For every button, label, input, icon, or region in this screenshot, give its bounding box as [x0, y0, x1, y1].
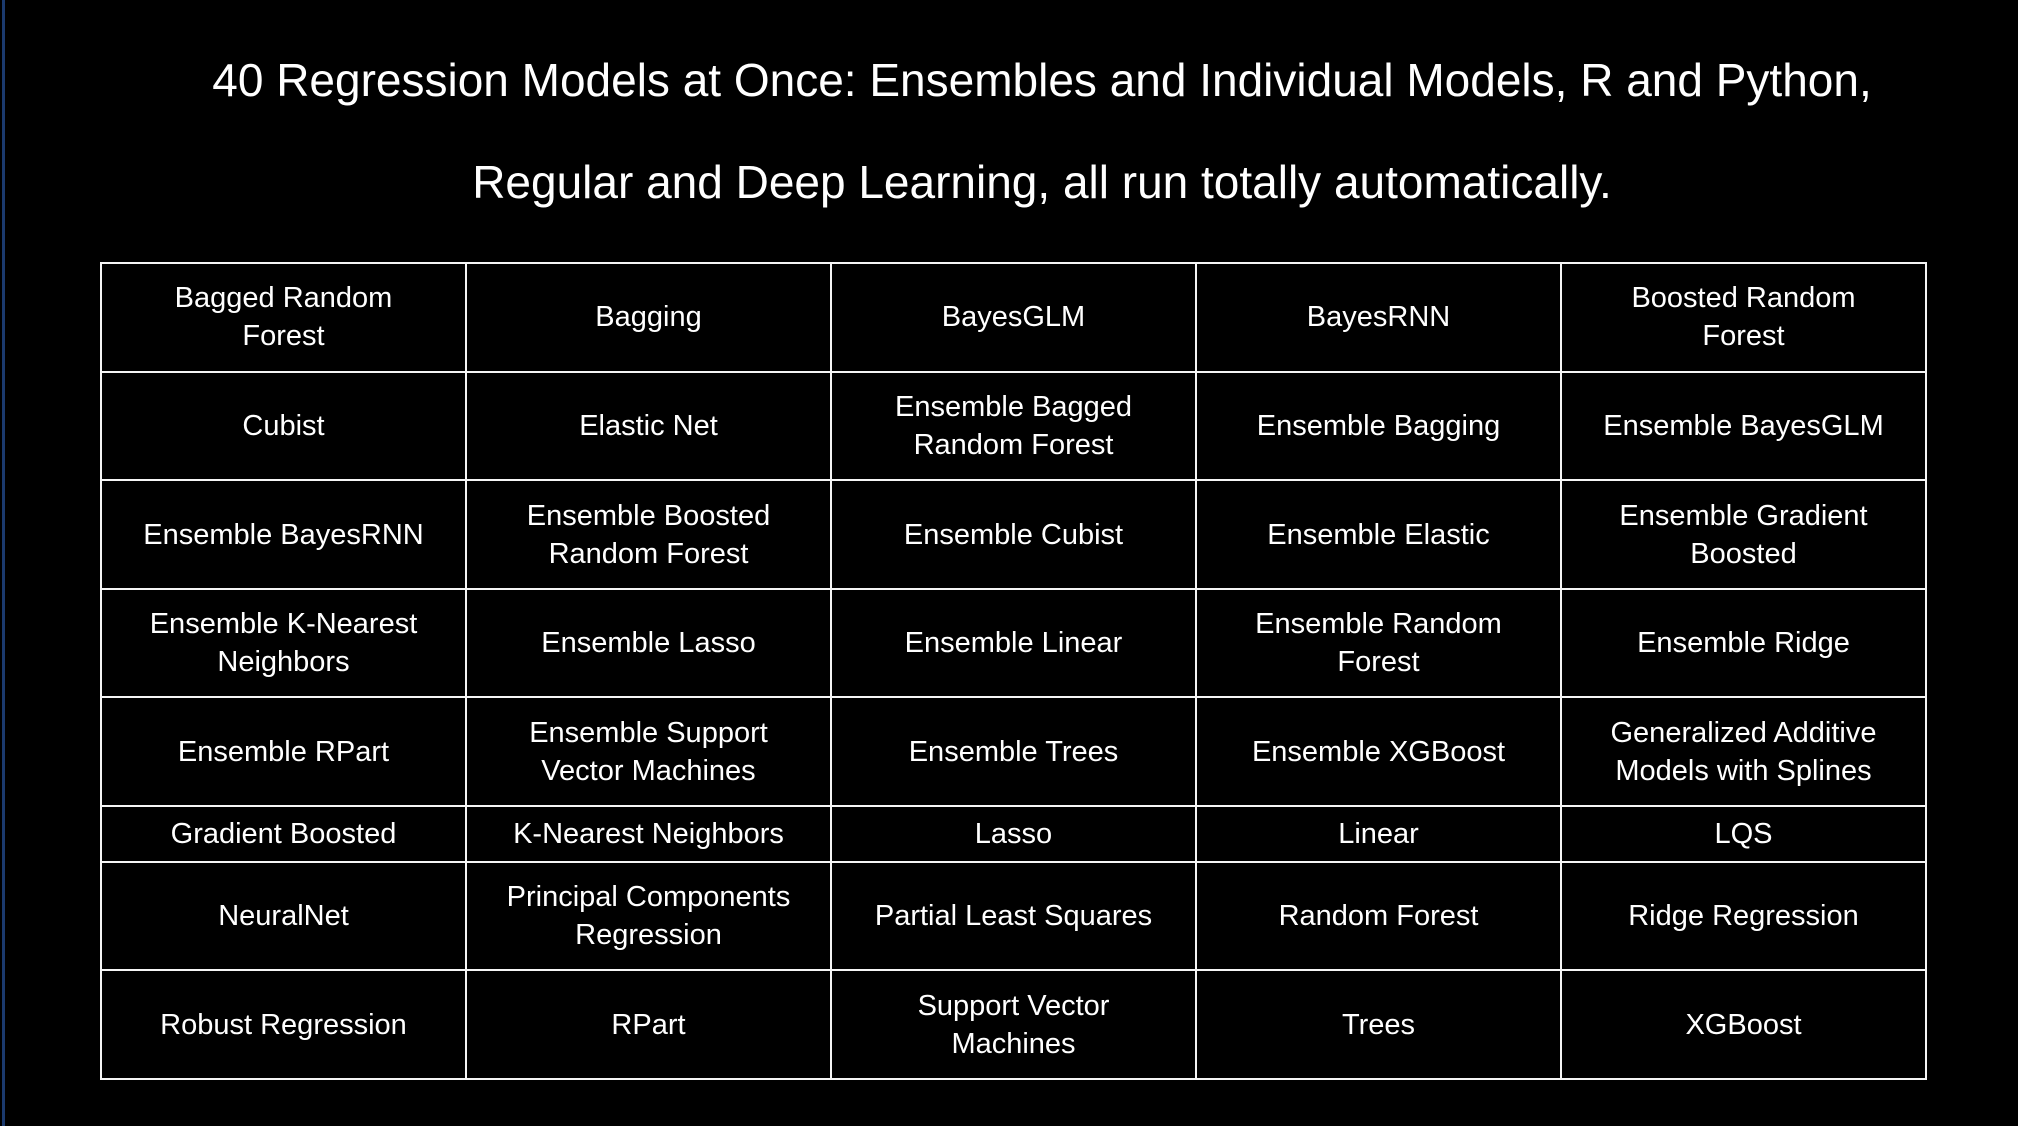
page-title-line-1: 40 Regression Models at Once: Ensembles … — [212, 54, 1872, 106]
model-cell: Ensemble RPart — [100, 696, 467, 808]
model-cell: Trees — [1195, 969, 1562, 1080]
model-cell: Ensemble Trees — [830, 696, 1197, 808]
model-cell: Lasso — [830, 805, 1197, 863]
model-cell: RPart — [465, 969, 832, 1080]
model-cell: Linear — [1195, 805, 1562, 863]
model-cell: Boosted Random Forest — [1560, 262, 1927, 373]
model-cell: Ensemble Linear — [830, 587, 1197, 699]
model-cell: Ensemble Bagged Random Forest — [830, 370, 1197, 482]
model-cell: Bagging — [465, 262, 832, 373]
page-title: 40 Regression Models at Once: Ensembles … — [33, 0, 2018, 210]
page-title-line-2: Regular and Deep Learning, all run total… — [472, 156, 1612, 208]
model-cell: NeuralNet — [100, 860, 467, 972]
model-cell: K-Nearest Neighbors — [465, 805, 832, 863]
model-cell: Cubist — [100, 370, 467, 482]
model-cell: Ensemble Boosted Random Forest — [465, 479, 832, 590]
model-cell: Ensemble Support Vector Machines — [465, 696, 832, 808]
model-cell: BayesGLM — [830, 262, 1197, 373]
model-cell: Ensemble Lasso — [465, 587, 832, 699]
model-cell: BayesRNN — [1195, 262, 1562, 373]
model-cell: Ensemble Elastic — [1195, 479, 1562, 590]
model-cell: Ensemble Gradient Boosted — [1560, 479, 1927, 590]
model-cell: Ensemble BayesGLM — [1560, 370, 1927, 482]
model-cell: Ridge Regression — [1560, 860, 1927, 972]
model-cell: Bagged Random Forest — [100, 262, 467, 373]
model-cell: Ensemble Cubist — [830, 479, 1197, 590]
model-cell: LQS — [1560, 805, 1927, 863]
model-cell: Ensemble Bagging — [1195, 370, 1562, 482]
model-cell: Ensemble XGBoost — [1195, 696, 1562, 808]
model-cell: Robust Regression — [100, 969, 467, 1080]
model-cell: Ensemble K-Nearest Neighbors — [100, 587, 467, 699]
model-cell: Gradient Boosted — [100, 805, 467, 863]
model-cell: Generalized Additive Models with Splines — [1560, 696, 1927, 808]
model-cell: Support Vector Machines — [830, 969, 1197, 1080]
model-cell: Elastic Net — [465, 370, 832, 482]
left-accent-line — [2, 0, 5, 1126]
model-cell: Principal Components Regression — [465, 860, 832, 972]
model-cell: Ensemble BayesRNN — [100, 479, 467, 590]
model-cell: Ensemble Ridge — [1560, 587, 1927, 699]
model-cell: Ensemble Random Forest — [1195, 587, 1562, 699]
model-cell: Partial Least Squares — [830, 860, 1197, 972]
model-cell: Random Forest — [1195, 860, 1562, 972]
model-cell: XGBoost — [1560, 969, 1927, 1080]
